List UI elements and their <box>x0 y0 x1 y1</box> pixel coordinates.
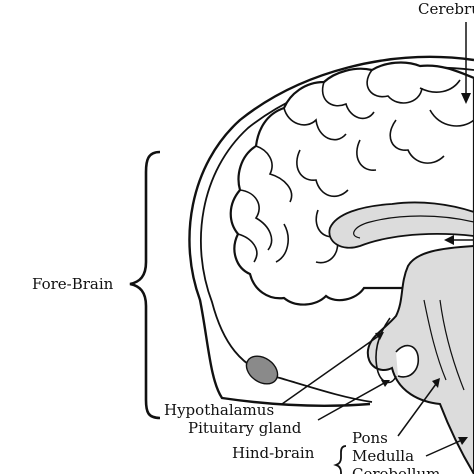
cerebral-folds <box>237 69 474 264</box>
pointer-lines <box>281 22 474 457</box>
hypothalamus-label: Hypothalamus <box>164 401 275 419</box>
brainstem-region <box>366 244 474 474</box>
sinus-shape <box>245 355 279 385</box>
pons-bulge <box>395 344 420 378</box>
pituitary-stalk <box>375 317 397 384</box>
cerebellum-label: Cerebellum <box>352 465 441 474</box>
hypothalamus-pointer <box>281 334 381 405</box>
medulla-label: Medulla <box>352 447 415 465</box>
medulla-pointer <box>425 439 463 457</box>
pituitary-pointer <box>317 381 387 421</box>
skull-outline-outer <box>188 55 474 407</box>
pituitary-gland-label: Pituitary gland <box>188 419 302 437</box>
fore-brain-brace <box>129 150 161 420</box>
pons-pointer <box>397 383 437 437</box>
pons-label: Pons <box>352 429 388 447</box>
brain-stem-lines <box>423 299 465 391</box>
corpus-callosum <box>328 201 474 249</box>
cerebrum-label: Cerebrum <box>418 0 474 18</box>
corpus-callosum-inner <box>353 215 474 239</box>
cerebrum-contour <box>229 61 474 306</box>
hind-brain-brace <box>333 445 347 474</box>
hind-brain-label: Hind-brain <box>232 444 315 462</box>
pointer-arrowheads <box>375 93 471 445</box>
fore-brain-label: Fore-Brain <box>32 275 114 293</box>
